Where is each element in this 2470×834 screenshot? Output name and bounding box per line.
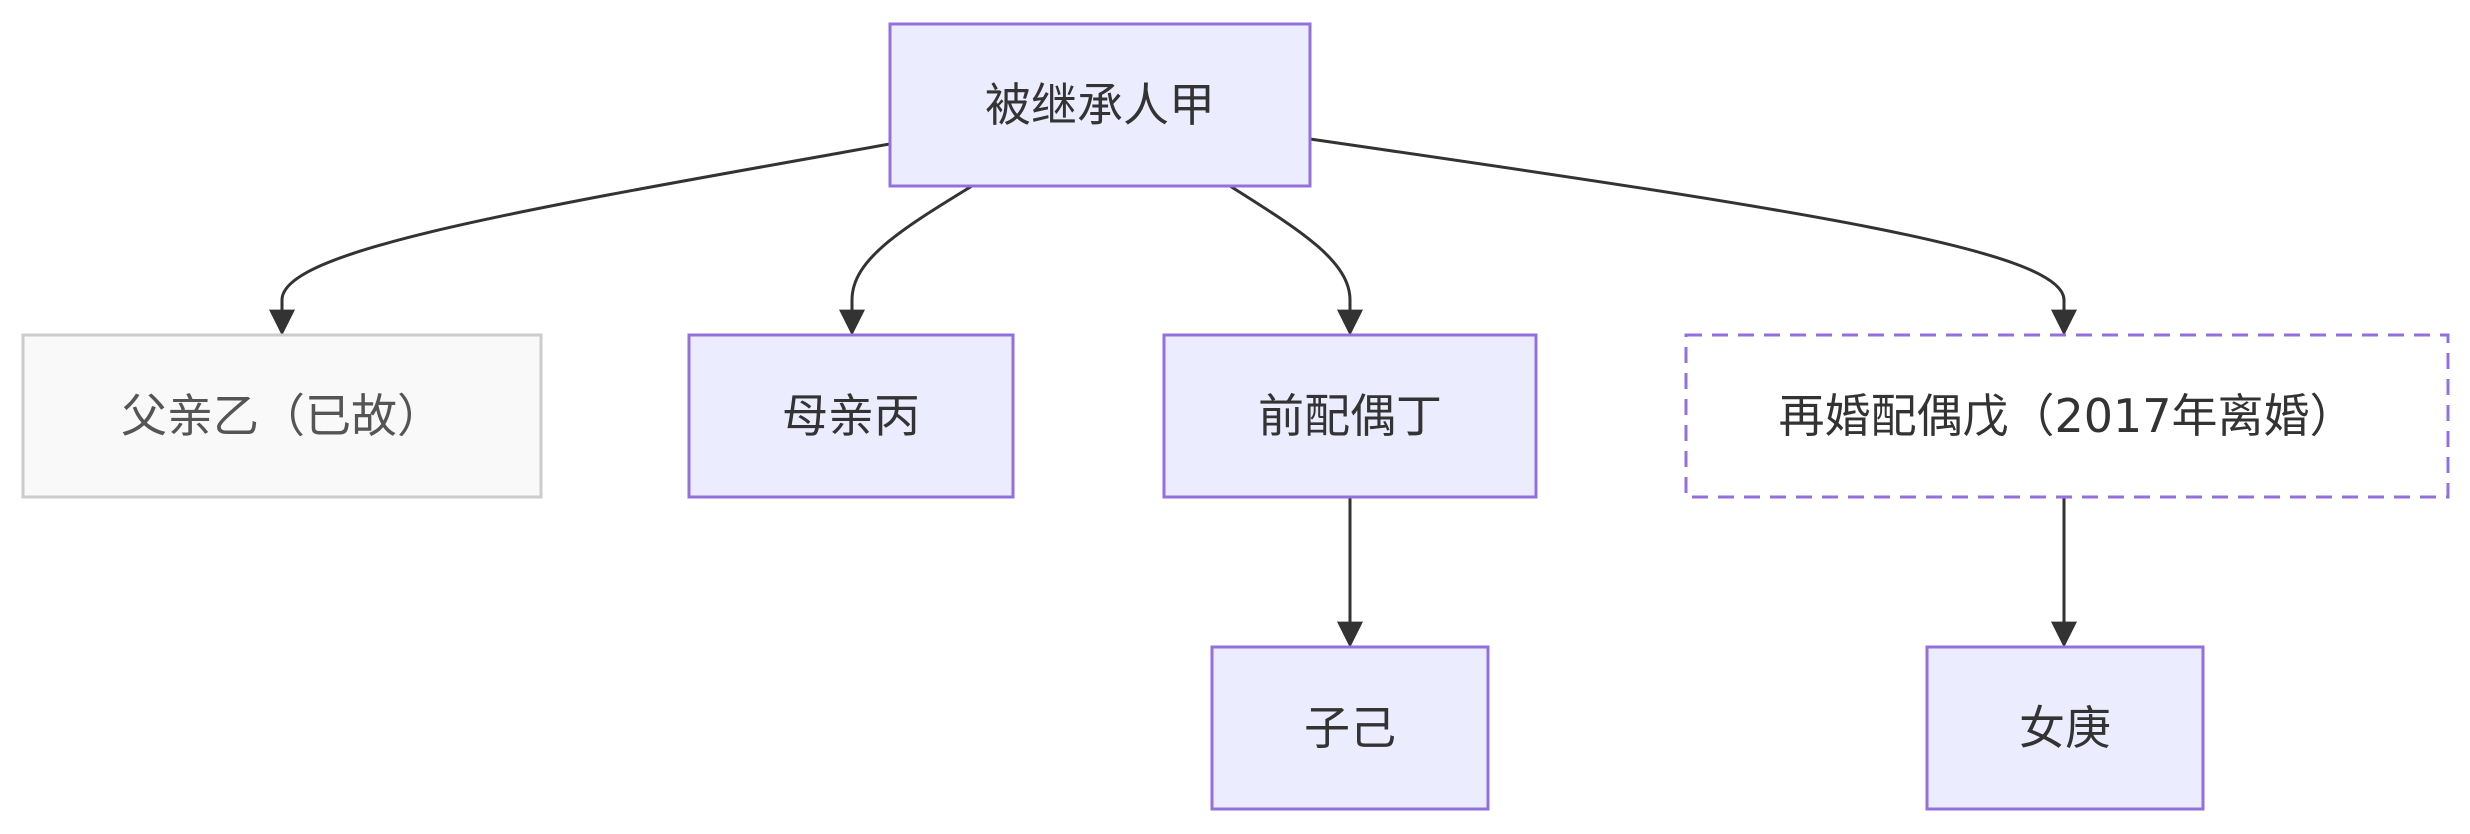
node-ex-spouse-label: 前配偶丁 xyxy=(1258,389,1442,443)
node-decedent: 被继承人甲 xyxy=(888,22,1312,188)
node-ex-spouse-box xyxy=(1162,333,1538,499)
node-mother-box xyxy=(687,333,1015,499)
edge-decedent-mother xyxy=(839,184,973,336)
node-ex-spouse: 前配偶丁 xyxy=(1162,333,1538,499)
node-father-box xyxy=(21,333,543,499)
node-son: 子己 xyxy=(1210,645,1490,811)
node-remarried-spouse: 再婚配偶戊（2017年离婚） xyxy=(1684,333,2450,499)
edge-decedent-ex-spouse xyxy=(1229,184,1363,336)
node-mother-label: 母亲丙 xyxy=(782,389,920,443)
node-daughter-box xyxy=(1925,645,2205,811)
node-remarried-spouse-box xyxy=(1684,333,2450,499)
node-son-box xyxy=(1210,645,1490,811)
edge-decedent-father xyxy=(269,142,891,336)
node-mother: 母亲丙 xyxy=(687,333,1015,499)
node-decedent-label: 被继承人甲 xyxy=(985,78,1215,132)
node-remarried-spouse-label: 再婚配偶戊（2017年离婚） xyxy=(1778,389,2355,443)
node-father-label: 父亲乙（已故） xyxy=(121,389,443,443)
node-son-label: 子己 xyxy=(1304,701,1396,755)
edges xyxy=(269,137,2077,648)
node-father: 父亲乙（已故） xyxy=(21,333,543,499)
node-decedent-box xyxy=(888,22,1312,188)
edge-decedent-remarried-spouse xyxy=(1309,137,2077,336)
node-daughter-label: 女庚 xyxy=(2019,701,2111,755)
node-daughter: 女庚 xyxy=(1925,645,2205,811)
